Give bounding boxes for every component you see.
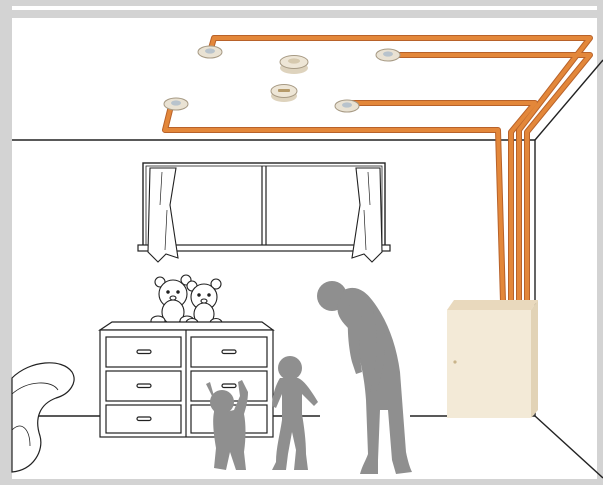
sofa [12, 363, 74, 472]
ceiling-light-icon [376, 49, 400, 61]
window [138, 163, 390, 262]
smoke-detector-icon [280, 56, 308, 75]
ceiling-light-icon [335, 100, 359, 112]
cabinet-body [447, 310, 531, 418]
adult-silhouette-icon [317, 281, 412, 474]
cabinet-top [447, 300, 538, 310]
dresser-top [100, 322, 273, 330]
teddy-bear-icon [186, 279, 222, 328]
ceiling-light-icon [164, 98, 188, 110]
window-frame [143, 163, 385, 248]
smoke-detector-icon [271, 85, 297, 103]
teddy-bear-icon [151, 275, 194, 326]
toddler-silhouette-icon [272, 356, 318, 470]
cabinet-knob [453, 360, 456, 363]
distribution-cabinet [447, 300, 538, 418]
dresser [100, 322, 273, 437]
ceiling-light-icon [198, 46, 222, 58]
corner-floor-line [535, 416, 603, 478]
